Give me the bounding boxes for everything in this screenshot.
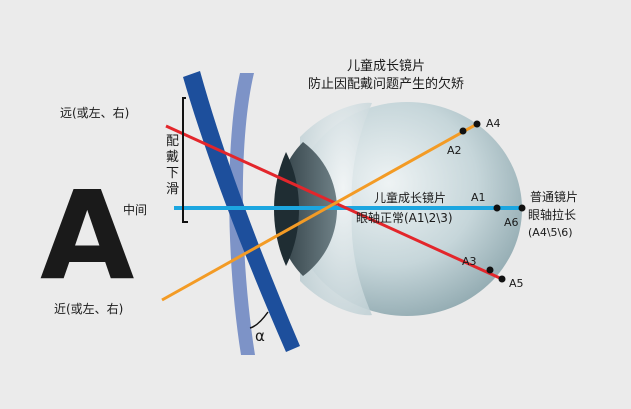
title-line-1: 儿童成长镜片 <box>347 58 425 74</box>
front-lens <box>183 71 300 352</box>
ordinary-lens-note-line-3: (A4\5\6) <box>528 226 573 239</box>
title-line-2: 防止因配戴问题产生的欠矫 <box>308 76 464 92</box>
child-lens-note-line-1: 儿童成长镜片 <box>374 190 446 205</box>
sliding-bracket <box>182 97 188 223</box>
point-a4-dot <box>473 120 481 128</box>
point-a3-label: A3 <box>462 255 477 268</box>
point-a4-label: A4 <box>486 117 501 130</box>
point-a6-label: A6 <box>504 216 519 229</box>
label-far: 远(或左、右) <box>60 105 129 120</box>
label-angle: α <box>255 327 265 345</box>
point-a2-label: A2 <box>447 144 462 157</box>
sliding-note-char-3: 下 <box>166 166 179 181</box>
point-a3-dot <box>486 266 494 274</box>
eye-chart-letter: A <box>40 165 134 307</box>
angle-arc <box>249 311 269 329</box>
orange-ray-near <box>161 122 478 302</box>
ordinary-lens-note-line-2: 眼轴拉长 <box>528 207 576 222</box>
point-a5-dot <box>498 275 506 283</box>
sliding-note-char-1: 配 <box>166 134 179 149</box>
point-a2-dot <box>459 127 467 135</box>
label-near: 近(或左、右) <box>54 301 123 316</box>
point-a1-dot <box>493 204 501 212</box>
sliding-note-char-4: 滑 <box>166 182 179 197</box>
point-a6-dot <box>518 204 526 212</box>
label-middle: 中间 <box>123 202 147 217</box>
point-a5-label: A5 <box>509 277 524 290</box>
child-lens-note-line-2: 眼轴正常(A1\2\3) <box>356 210 453 225</box>
ordinary-lens-note-line-1: 普通镜片 <box>530 189 578 204</box>
point-a1-label: A1 <box>471 191 486 204</box>
sliding-note-char-2: 戴 <box>166 150 179 165</box>
